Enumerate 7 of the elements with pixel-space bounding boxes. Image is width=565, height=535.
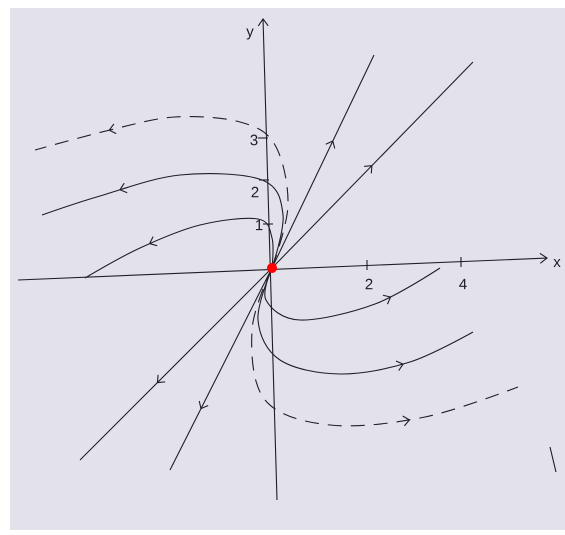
tick-label: 4 — [459, 278, 467, 290]
tick-label: 2 — [252, 186, 258, 198]
axis-label: x — [553, 259, 561, 267]
axis-label: y — [246, 28, 254, 40]
tick-label: 3 — [250, 134, 258, 146]
tick-label: 1 — [256, 220, 262, 230]
tick-label: 2 — [366, 278, 372, 290]
